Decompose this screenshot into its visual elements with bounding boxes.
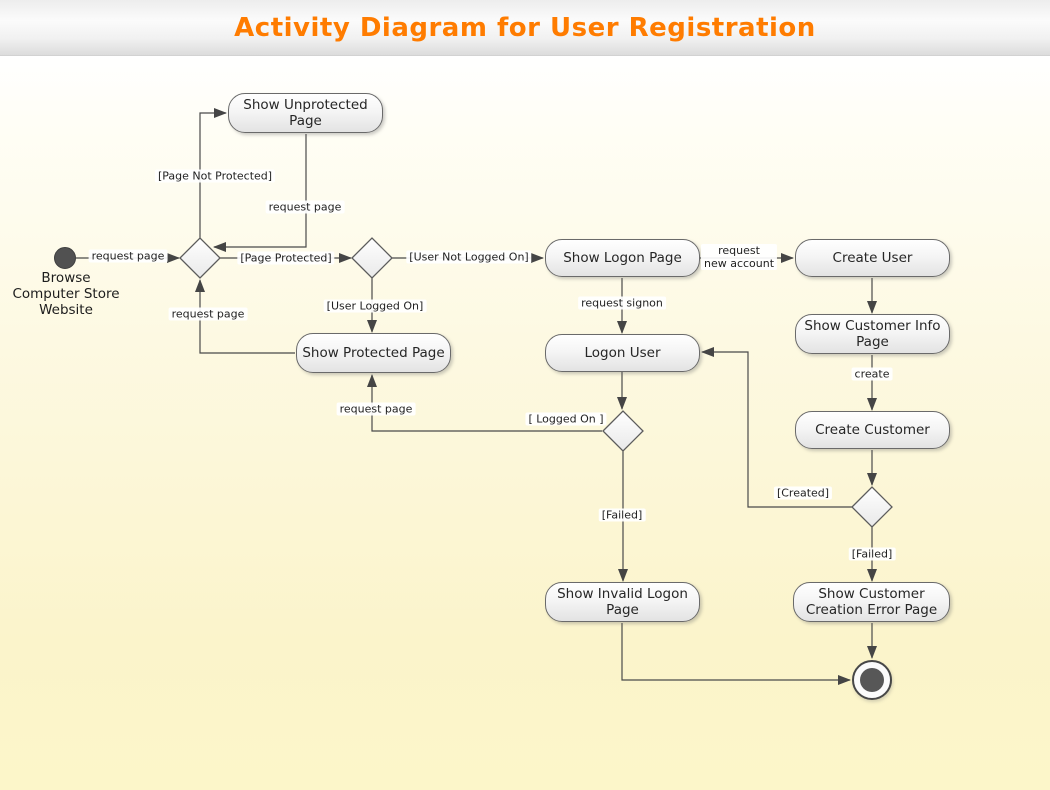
activity-show-customer-creation-error-page: Show Customer Creation Error Page (793, 582, 950, 622)
edge-decision4-to-logon-user (701, 347, 852, 508)
diagram-title: Activity Diagram for User Registration (234, 12, 816, 43)
diagram-title-bar: Activity Diagram for User Registration (0, 0, 1050, 56)
activity-show-invalid-logon-page: Show Invalid Logon Page (545, 582, 700, 622)
edge-label-user-logged-on: [User Logged On] (323, 299, 427, 313)
edge-label-request-page: request page (265, 200, 345, 214)
activity-label: Create User (832, 250, 913, 266)
edge-label-page-not-protected: [Page Not Protected] (154, 169, 276, 183)
activity-show-customer-info-page: Show Customer Info Page (795, 314, 950, 354)
edge-label-request-page: request page (336, 402, 416, 416)
activity-label: Show Invalid Logon Page (557, 586, 688, 618)
edge-label-user-not-logged-on: [User Not Logged On] (406, 250, 532, 264)
start-node-label: Browse Computer Store Website (12, 270, 120, 318)
activity-create-customer: Create Customer (795, 411, 950, 449)
activity-label: Logon User (584, 345, 661, 361)
edge-label-request-new-account: request new account (700, 244, 778, 270)
activity-show-unprotected-page: Show Unprotected Page (228, 93, 383, 133)
activity-label: Show Customer Creation Error Page (805, 586, 938, 618)
edge-label-failed: [Failed] (598, 508, 646, 522)
edge-label-request-page: request page (88, 249, 168, 263)
activity-create-user: Create User (795, 239, 950, 277)
edge-decision3-to-show-protected (367, 374, 602, 432)
decision-page-protected (179, 237, 221, 279)
edge-decision1-to-unprotected (199, 108, 227, 238)
activity-label: Show Unprotected Page (243, 97, 368, 129)
start-node (54, 247, 76, 269)
activity-show-logon-page: Show Logon Page (545, 239, 700, 277)
edge-label-failed: [Failed] (848, 547, 896, 561)
activity-label: Show Customer Info Page (804, 318, 941, 350)
edge-unprotected-to-decision1 (213, 134, 307, 252)
end-node-dot (860, 668, 884, 692)
edge-label-request-page: request page (168, 307, 248, 321)
end-node (852, 660, 892, 700)
activity-logon-user: Logon User (545, 334, 700, 372)
decision-user-logged-on (351, 237, 393, 279)
activity-label: Create Customer (815, 422, 930, 438)
edge-label-request-signon: request signon (578, 296, 666, 310)
decision-logon-result (602, 410, 644, 452)
edge-label-created: [Created] (773, 486, 833, 500)
edge-label-create: create (851, 367, 893, 381)
edge-label-logged-on: [ Logged On ] (525, 412, 607, 426)
edge-show-protected-to-decision1 (195, 279, 295, 354)
activity-label: Show Protected Page (302, 345, 445, 361)
edge-label-page-protected: [Page Protected] (237, 251, 335, 265)
activity-show-protected-page: Show Protected Page (296, 333, 451, 373)
activity-label: Show Logon Page (563, 250, 682, 266)
edge-invalid-logon-to-end (621, 623, 851, 685)
decision-customer-created (851, 486, 893, 528)
